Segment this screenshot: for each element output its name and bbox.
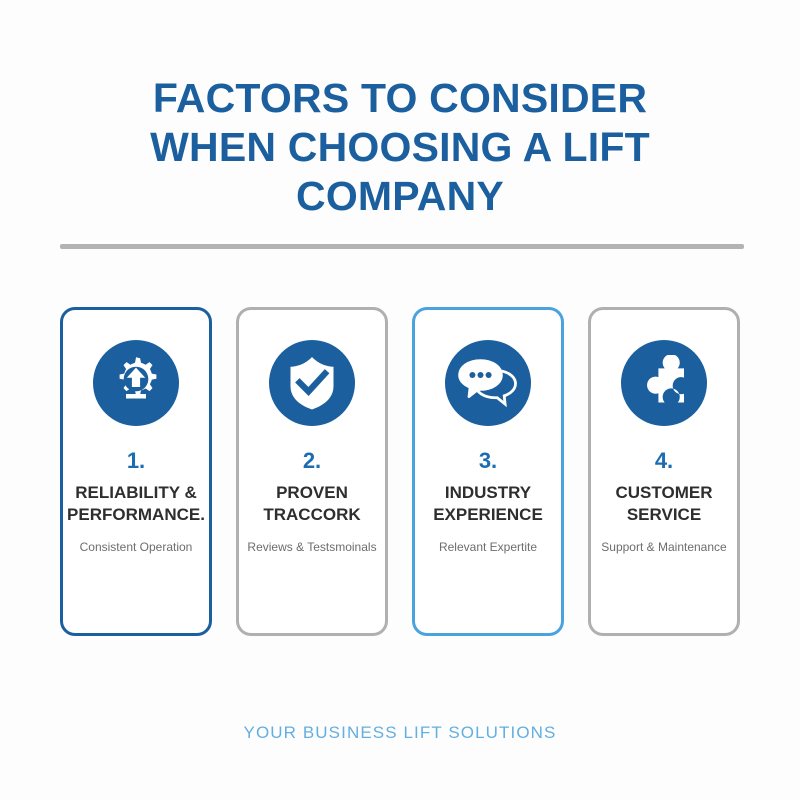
factor-cards-row: 1. RELIABILITY & PERFORMANCE. Consistent…: [60, 307, 740, 636]
factor-card-2[interactable]: 2. PROVEN TRACCORK Reviews & Testsmoinal…: [236, 307, 388, 636]
title-line-3: COMPANY: [296, 173, 504, 219]
gear-arrow-up-icon: [93, 340, 179, 426]
card-number: 1.: [126, 448, 146, 473]
page-title: FACTORS TO CONSIDER WHEN CHOOSING A LIFT…: [60, 74, 740, 221]
card-subtitle: Support & Maintenance: [601, 540, 727, 554]
speech-bubbles-icon: [445, 340, 531, 426]
card-number: 4.: [654, 448, 674, 473]
card-heading: CUSTOMER SERVICE: [615, 483, 713, 524]
card-heading: PROVEN TRACCORK: [263, 483, 361, 524]
shield-check-icon: [269, 340, 355, 426]
card-number: 2.: [302, 448, 322, 473]
title-line-2: WHEN CHOOSING A LIFT: [150, 124, 650, 170]
card-subtitle: Consistent Operation: [79, 540, 193, 554]
title-divider: [60, 244, 744, 249]
card-subtitle: Reviews & Testsmoinals: [247, 540, 377, 554]
title-line-1: FACTORS TO CONSIDER: [152, 75, 648, 121]
factor-card-3[interactable]: 3. INDUSTRY EXPERIENCE Relevant Expertit…: [412, 307, 564, 636]
footer-tagline: YOUR BUSINESS LIFT SOLUTIONS: [243, 723, 557, 742]
factor-card-1[interactable]: 1. RELIABILITY & PERFORMANCE. Consistent…: [60, 307, 212, 636]
card-heading: INDUSTRY EXPERIENCE: [433, 483, 543, 524]
card-number: 3.: [478, 448, 498, 473]
card-heading: RELIABILITY & PERFORMANCE.: [67, 483, 205, 524]
card-subtitle: Relevant Expertite: [438, 540, 538, 554]
factor-card-4[interactable]: 4. CUSTOMER SERVICE Support & Maintenanc…: [588, 307, 740, 636]
puzzle-piece-icon: [621, 340, 707, 426]
